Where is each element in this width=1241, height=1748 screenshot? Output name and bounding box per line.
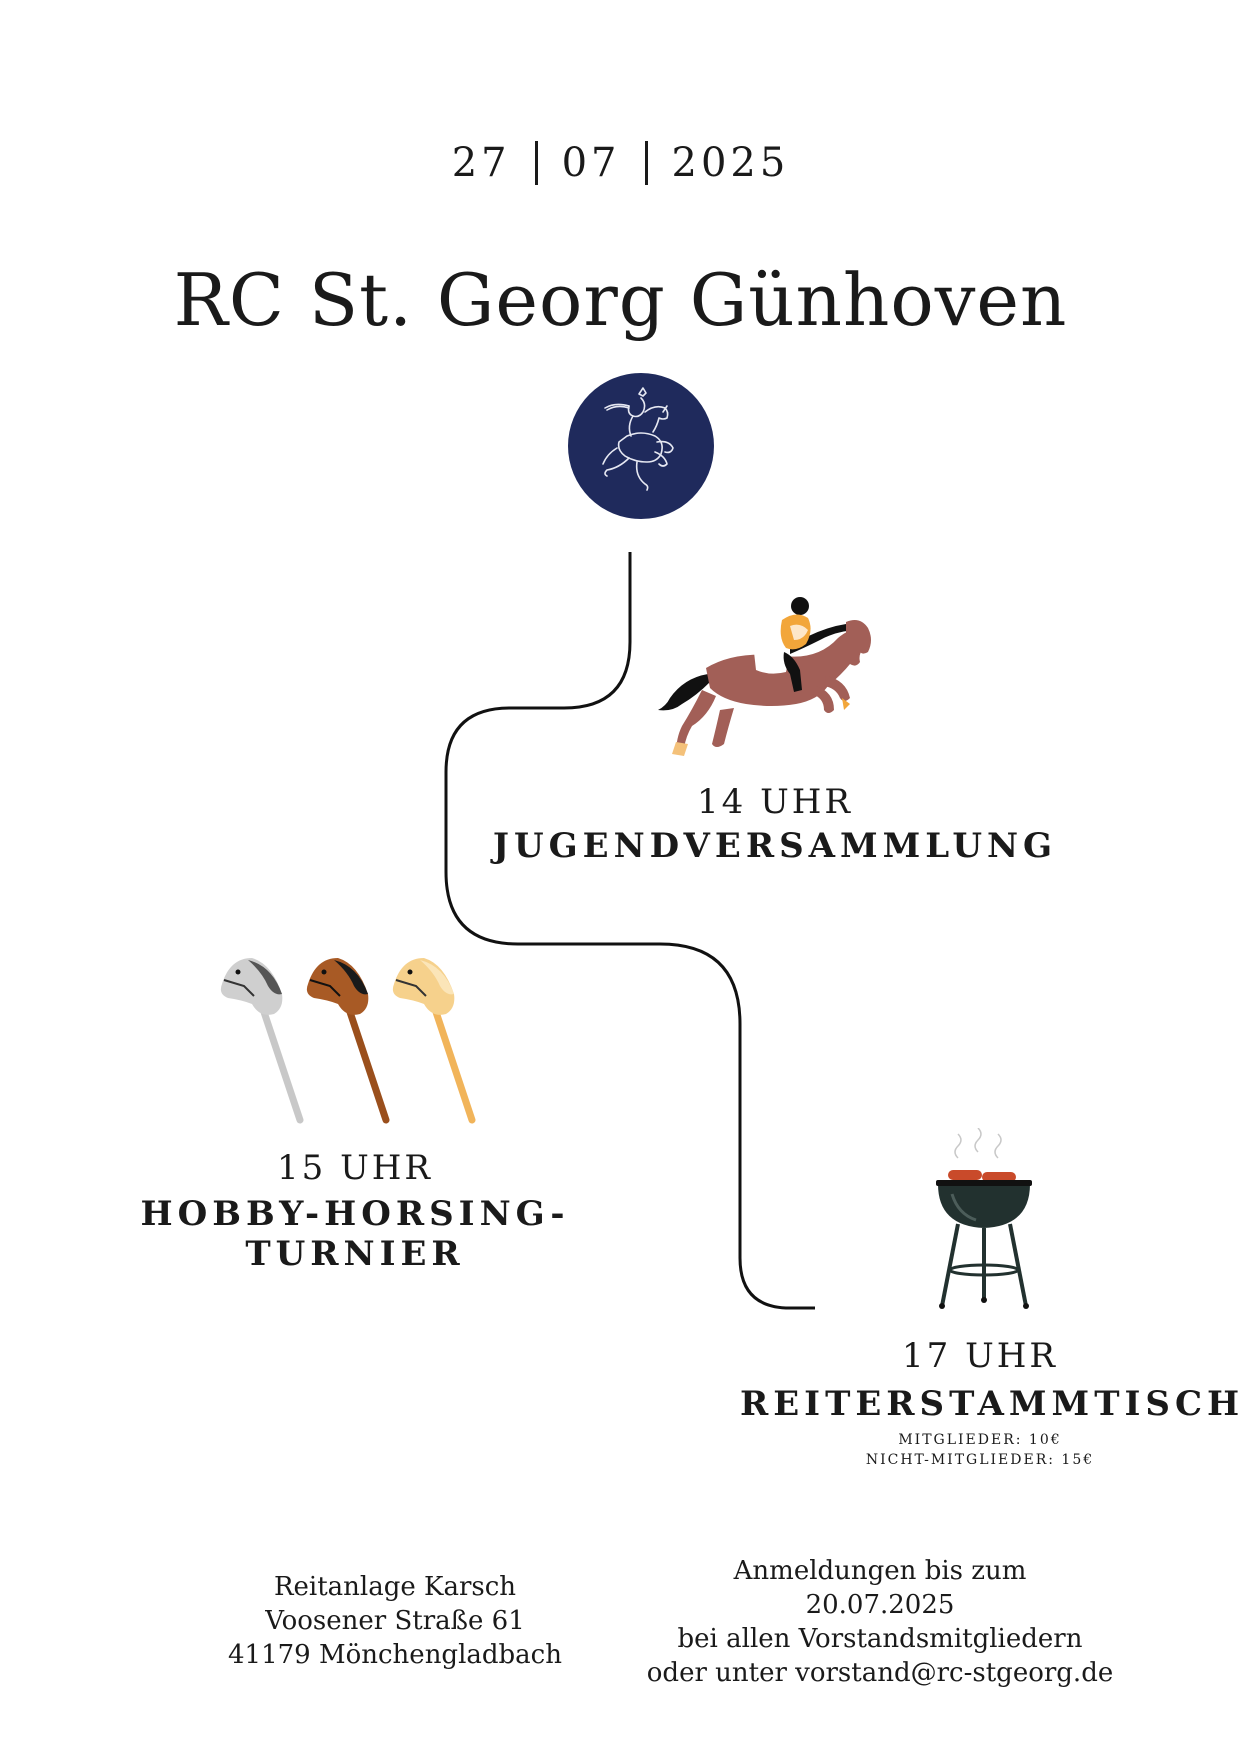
price-non-members: NICHT-MITGLIEDER: 15€ — [865, 1452, 1095, 1468]
date-year: 2025 — [671, 140, 790, 186]
registration-info: Anmeldungen bis zum 20.07.2025 bei allen… — [640, 1554, 1120, 1690]
date-divider — [644, 141, 648, 185]
registration-deadline: 20.07.2025 — [805, 1590, 955, 1620]
page-title: RC St. Georg Günhoven — [173, 258, 1068, 342]
event-title-hobby-horsing-turnier: HOBBY-HORSING-TURNIER — [140, 1194, 570, 1274]
show-jumping-horse-icon — [650, 596, 880, 776]
event-time-14: 14 UHR — [697, 782, 853, 822]
registration-line: Anmeldungen bis zum — [733, 1556, 1027, 1586]
date-day: 27 — [451, 140, 511, 186]
rearing-horse-knight-logo — [567, 372, 715, 520]
address-line: 41179 Mönchengladbach — [228, 1640, 562, 1670]
date-divider — [534, 141, 538, 185]
address-line: Reitanlage Karsch — [273, 1572, 517, 1602]
venue-address: Reitanlage Karsch Voosener Straße 61 411… — [220, 1570, 570, 1672]
registration-line: bei allen Vorstandsmitgliedern — [677, 1624, 1083, 1654]
event-time-17: 17 UHR — [902, 1336, 1058, 1376]
registration-email: oder unter vorstand@rc-stgeorg.de — [646, 1658, 1114, 1688]
event-title-jugendversammlung: JUGENDVERSAMMLUNG — [492, 826, 1058, 866]
date-month: 07 — [561, 140, 621, 186]
barbecue-grill-icon — [930, 1127, 1040, 1318]
event-title-reiterstammtisch: REITERSTAMMTISCH — [740, 1384, 1241, 1424]
hobby-horses-icon — [208, 950, 478, 1125]
event-time-15: 15 UHR — [277, 1148, 433, 1188]
address-line: Voosener Straße 61 — [265, 1606, 525, 1636]
event-date: 27 07 2025 — [0, 140, 1241, 186]
price-members: MITGLIEDER: 10€ — [898, 1432, 1062, 1448]
